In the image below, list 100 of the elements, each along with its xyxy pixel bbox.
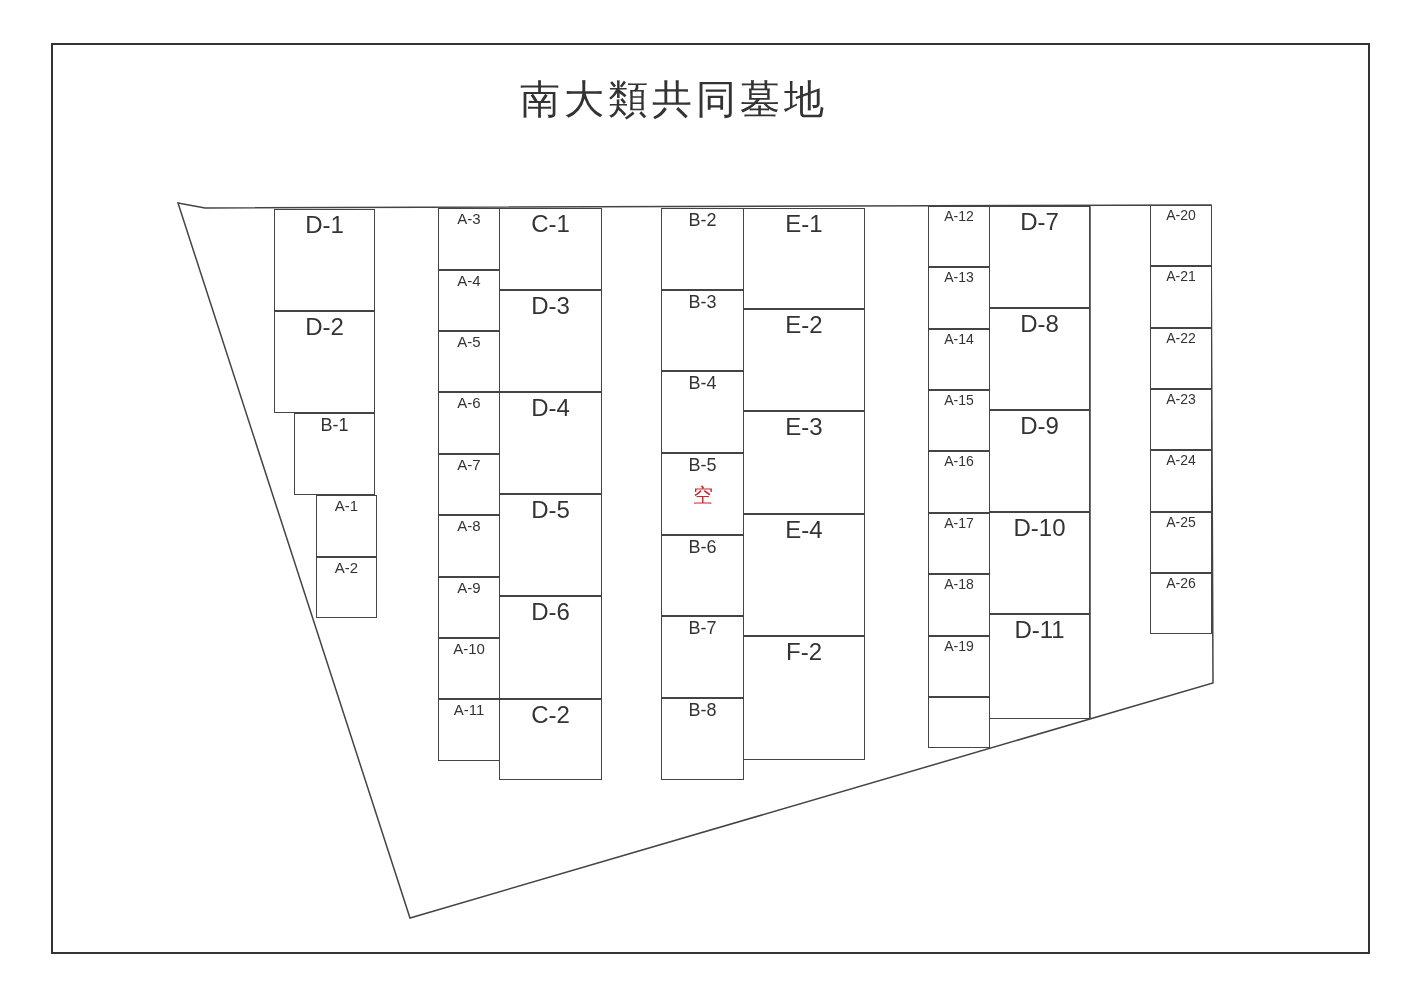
plot-box <box>438 392 500 454</box>
plot-number: E-4 <box>784 517 824 544</box>
plot-box <box>1150 512 1212 573</box>
plot-box <box>1150 328 1212 389</box>
plot-number: B-2 <box>687 211 718 231</box>
plot-box <box>928 513 990 574</box>
plot-number: A-4 <box>456 273 482 290</box>
plot-box <box>1150 205 1212 266</box>
plot-box <box>438 515 500 577</box>
plot-box <box>316 495 377 557</box>
plot-box <box>661 535 744 616</box>
plot-number: A-6 <box>456 395 482 412</box>
plot-box <box>989 410 1090 512</box>
plot-number: E-2 <box>784 312 824 339</box>
plot-box <box>661 698 744 780</box>
plot-box <box>743 514 865 636</box>
plot-box <box>743 208 865 309</box>
plot-number: D-3 <box>530 293 571 320</box>
plot-number: B-3 <box>687 293 718 313</box>
plot-box <box>928 267 990 329</box>
plot-box <box>928 329 990 390</box>
plot-box <box>316 557 377 618</box>
plot-box <box>661 453 744 535</box>
plot-box <box>1150 573 1212 634</box>
plot-number: D-2 <box>304 314 345 341</box>
plot-number: A-23 <box>1165 392 1197 408</box>
plot-box <box>438 454 500 515</box>
plot-box <box>274 311 375 413</box>
plot-box <box>989 512 1090 614</box>
plot-number: A-22 <box>1165 331 1197 347</box>
plot-number: D-11 <box>1013 617 1066 644</box>
plot-number: D-7 <box>1019 209 1060 236</box>
plot-box <box>438 699 500 761</box>
plot-number: A-8 <box>456 518 482 535</box>
plot-box <box>274 209 375 311</box>
plot-number: A-11 <box>452 702 486 719</box>
plot-box <box>661 371 744 453</box>
plot-number: B-6 <box>687 538 718 558</box>
plot-number: E-3 <box>784 414 824 441</box>
plot-number: C-1 <box>530 211 571 238</box>
plot-number: D-8 <box>1019 311 1060 338</box>
plot-number: A-21 <box>1165 269 1197 285</box>
plot-number: A-10 <box>452 641 486 658</box>
plot-number: A-13 <box>943 270 975 286</box>
plot-number: E-1 <box>784 211 824 238</box>
plot-number: B-1 <box>319 416 350 436</box>
plot-number: A-18 <box>943 577 975 593</box>
plot-number: A-1 <box>333 498 360 515</box>
plot-box <box>928 206 990 267</box>
plot-box <box>661 290 744 371</box>
plot-box <box>928 574 990 636</box>
status-mark: 空 <box>691 483 714 506</box>
plot-number: A-16 <box>943 454 975 470</box>
plot-number: A-26 <box>1165 576 1197 592</box>
plot-box <box>743 309 865 411</box>
plot-number: A-2 <box>333 560 360 577</box>
plot-number: B-7 <box>687 619 718 639</box>
plot-box <box>499 392 602 494</box>
plot-box <box>928 451 990 513</box>
plot-box <box>1150 389 1212 450</box>
title: 南大類共同墓地 <box>520 75 828 124</box>
plot-number: A-15 <box>943 393 975 409</box>
plot-number: A-24 <box>1165 453 1197 469</box>
plot-box <box>1150 266 1212 328</box>
plot-number: C-2 <box>530 702 571 729</box>
plot-box <box>989 206 1090 308</box>
plot-number: A-20 <box>1165 208 1197 224</box>
plot-number: B-4 <box>687 374 718 394</box>
plot-box <box>928 390 990 451</box>
plot-box <box>438 331 500 392</box>
plot-number: D-10 <box>1012 515 1067 542</box>
plot-box <box>661 616 744 698</box>
plot-number: A-9 <box>456 580 482 597</box>
plot-box <box>1150 450 1212 512</box>
plot-number: D-6 <box>530 599 571 626</box>
plot-number: A-14 <box>943 332 975 348</box>
plot-number: A-5 <box>456 334 482 351</box>
plot-box <box>499 596 602 699</box>
plot-box <box>438 638 500 699</box>
plot-box <box>661 208 744 290</box>
plot-number: D-5 <box>530 497 571 524</box>
plot-box <box>499 494 602 596</box>
plot-box <box>989 614 1090 719</box>
plot-box <box>989 308 1090 410</box>
plot-number: A-3 <box>456 211 482 228</box>
plot-box <box>499 208 602 290</box>
plot-number: D-4 <box>530 395 571 422</box>
plot-box <box>928 636 990 697</box>
empty-plot-box <box>928 697 990 748</box>
plot-box <box>499 699 602 780</box>
plot-box <box>743 636 865 760</box>
plot-number: B-5 <box>687 456 718 476</box>
plot-box <box>438 270 500 331</box>
plot-box <box>438 208 500 270</box>
plot-number: D-1 <box>304 212 345 239</box>
plot-box <box>743 411 865 514</box>
plot-number: A-12 <box>943 209 975 225</box>
plot-number: A-25 <box>1165 515 1197 531</box>
plot-number: A-7 <box>456 457 482 474</box>
plot-number: F-2 <box>785 639 823 666</box>
